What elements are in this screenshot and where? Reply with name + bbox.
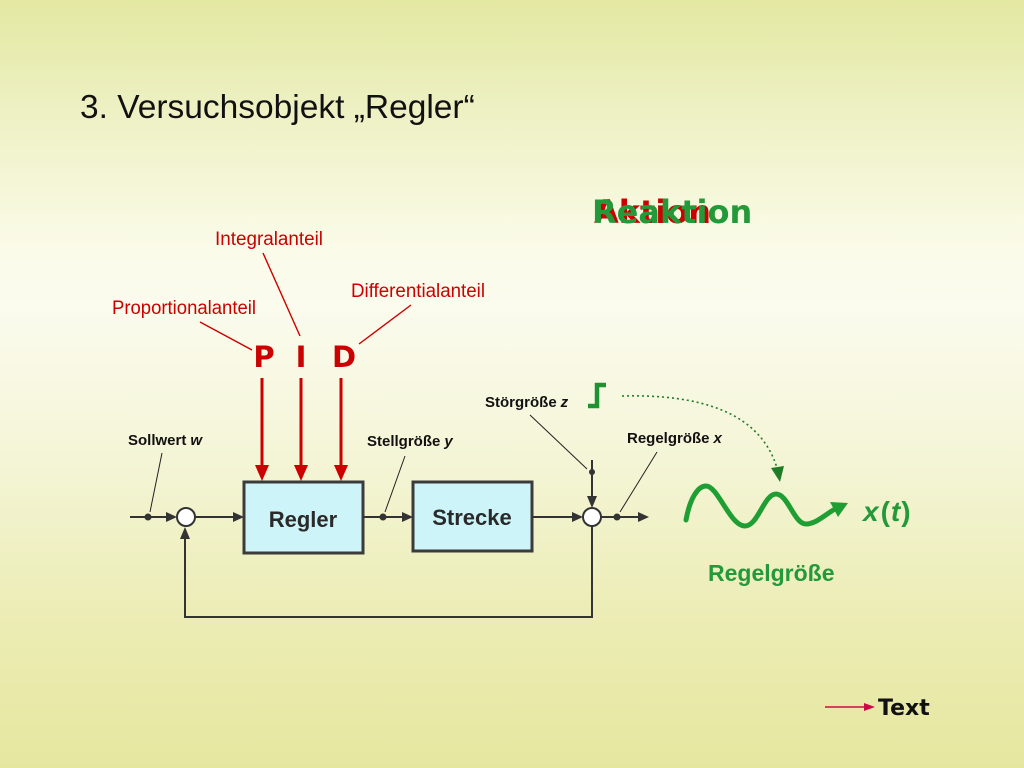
- i-arrowhead: [294, 465, 308, 481]
- headline-reaction: Reaktion: [592, 193, 752, 231]
- manipulated-arrowhead: [402, 512, 413, 522]
- disturbance-label-text: Störgröße: [485, 394, 557, 411]
- output-label: Regelgröße: [708, 560, 835, 586]
- disturbance-effect-arrowhead: [771, 466, 784, 482]
- comparator-junction: [176, 507, 196, 527]
- text-link[interactable]: Text: [825, 696, 930, 721]
- output-function-arg: t: [891, 496, 902, 527]
- setpoint-symbol: w: [190, 432, 203, 449]
- step-signal-icon: [588, 382, 606, 409]
- setpoint-label-text: Sollwert: [128, 432, 186, 449]
- differential-label: Differentialanteil: [351, 281, 485, 302]
- controller-label: Regler: [269, 507, 338, 532]
- setpoint-arrowhead: [166, 512, 177, 522]
- feedback-arrowhead: [180, 527, 190, 539]
- error-arrowhead: [233, 512, 244, 522]
- proportional-label: Proportionalanteil: [112, 298, 256, 319]
- integral-leader-line: [262, 252, 301, 337]
- slide-title: 3. Versuchsobjekt „Regler“: [80, 89, 475, 126]
- disturbance-junction: [582, 507, 602, 527]
- p-letter: P: [253, 340, 274, 374]
- disturbance-arrowhead: [587, 496, 597, 508]
- controlled-label-text: Regelgröße: [627, 430, 710, 447]
- plant-output-arrowhead: [572, 512, 583, 522]
- text-link-label[interactable]: Text: [878, 696, 930, 721]
- disturbance-symbol: z: [560, 394, 569, 411]
- integral-label: Integralanteil: [215, 229, 323, 250]
- wave-arrowhead: [830, 502, 848, 517]
- manipulated-leader-line: [384, 455, 406, 513]
- d-letter: D: [332, 340, 356, 374]
- output-function-name: x: [861, 496, 880, 527]
- feedback-line: [184, 526, 593, 618]
- manipulated-label-text: Stellgröße: [367, 433, 440, 450]
- controlled-tap-dot: [613, 513, 621, 521]
- wave-icon: [683, 483, 838, 529]
- disturbance-tap-dot: [589, 469, 595, 475]
- output-function-open: (: [881, 496, 891, 527]
- controlled-symbol: x: [713, 430, 723, 447]
- setpoint-leader-line: [149, 452, 163, 513]
- disturbance-effect-curve: [621, 395, 778, 469]
- p-arrowhead: [255, 465, 269, 481]
- output-function-close: ): [901, 496, 910, 527]
- d-arrowhead: [334, 465, 348, 481]
- output-function: x(t): [861, 496, 911, 527]
- i-letter: I: [296, 340, 307, 374]
- controlled-leader-line: [619, 451, 658, 513]
- headline-action: Aktion: [594, 193, 711, 231]
- manipulated-tap-dot: [379, 513, 387, 521]
- differential-leader-line: [358, 304, 412, 345]
- disturbance-leader-line: [529, 414, 588, 470]
- manipulated-symbol: y: [443, 433, 453, 450]
- setpoint-tap-dot: [144, 513, 152, 521]
- controller-block: [242, 480, 365, 555]
- arrow-right-icon[interactable]: [864, 703, 875, 711]
- proportional-leader-line: [199, 321, 253, 351]
- controlled-output-arrowhead: [638, 512, 649, 522]
- plant-label: Strecke: [432, 505, 512, 530]
